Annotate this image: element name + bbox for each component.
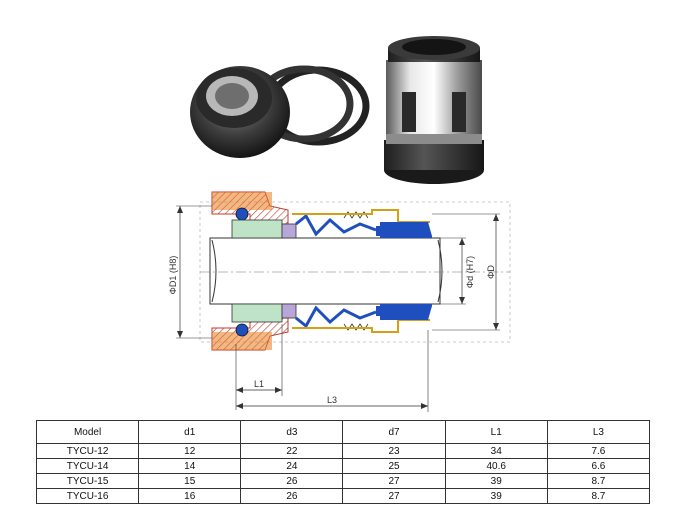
table-cell: TYCU-12: [35, 443, 140, 459]
dim-D: [432, 213, 500, 331]
label-D1: ΦD1 (H8): [168, 256, 178, 295]
table-row: TYCU-14 14 24 25 40.6 6.6: [35, 458, 651, 474]
table-header-row: Model d1 d3 d7 L1 L3: [35, 420, 651, 444]
label-d: Φd (H7): [465, 256, 475, 288]
housing-lower: [211, 317, 289, 351]
table-row: TYCU-15 15 26 27 39 8.7: [35, 473, 651, 489]
table-cell: 27: [342, 473, 446, 489]
table-cell: 26: [240, 488, 344, 504]
table-cell: TYCU-14: [35, 458, 140, 474]
spec-table: Model d1 d3 d7 L1 L3 TYCU-12 12 22 23 34…: [35, 420, 651, 504]
shaft: [200, 237, 510, 305]
header-l1: L1: [444, 420, 548, 444]
table-row: TYCU-16 16 26 27 39 8.7: [35, 488, 651, 504]
dim-D1: [176, 205, 212, 339]
table-cell: 22: [240, 443, 344, 459]
seal-face: [281, 223, 297, 319]
bellows: [295, 213, 377, 329]
table-cell: 14: [138, 458, 242, 474]
table-cell: 34: [444, 443, 548, 459]
label-L3: L3: [327, 395, 337, 405]
dim-L3: [236, 330, 429, 412]
table-cell: 16: [138, 488, 242, 504]
dim-d: [440, 237, 466, 305]
table-cell: 8.7: [546, 488, 651, 504]
table-cell: 15: [138, 473, 242, 489]
header-d3: d3: [240, 420, 344, 444]
o-ring-upper: [235, 207, 249, 221]
header-d7: d7: [342, 420, 446, 444]
table-cell: 25: [342, 458, 446, 474]
table-cell: 40.6: [444, 458, 548, 474]
end-rubber: [376, 222, 432, 320]
table-cell: 6.6: [546, 458, 651, 474]
table-cell: TYCU-16: [35, 488, 140, 504]
table-cell: 27: [342, 488, 446, 504]
table-cell: 8.7: [546, 473, 651, 489]
cartridge-seal-photo: [384, 36, 484, 184]
dim-L1: [235, 324, 283, 410]
label-D: ΦD: [486, 265, 496, 279]
label-L1: L1: [254, 379, 264, 389]
header-l3: L3: [546, 420, 651, 444]
table-cell: 39: [444, 488, 548, 504]
table-cell: 12: [138, 443, 242, 459]
table-cell: 39: [444, 473, 548, 489]
header-model: Model: [35, 420, 140, 444]
table-cell: TYCU-15: [35, 473, 140, 489]
product-photos: [190, 36, 484, 184]
o-ring-lower: [235, 323, 249, 337]
table-cell: 24: [240, 458, 344, 474]
table-cell: 7.6: [546, 443, 651, 459]
header-d1: d1: [138, 420, 242, 444]
spring: [343, 211, 369, 331]
table-row: TYCU-12 12 22 23 34 7.6: [35, 443, 651, 459]
housing-upper: [211, 191, 289, 225]
table-cell: 26: [240, 473, 344, 489]
cross-section-drawing: ΦD1 (H8) Φd (H7) ΦD L1 L3: [168, 191, 511, 412]
seat-ring-photo: [190, 66, 290, 158]
table-cell: 23: [342, 443, 446, 459]
